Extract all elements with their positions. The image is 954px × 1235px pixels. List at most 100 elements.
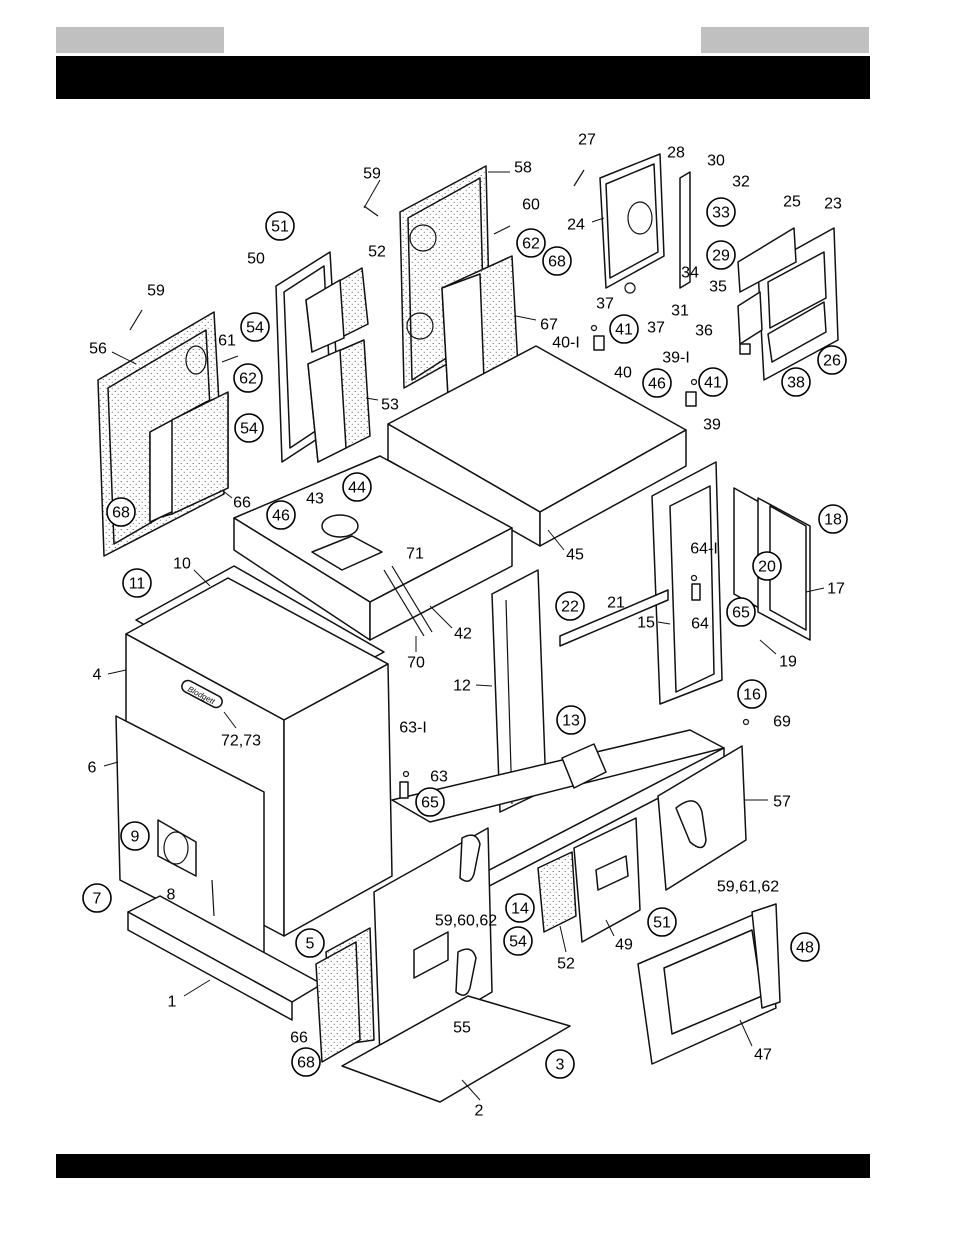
callout-65a: 65	[726, 597, 756, 627]
callout-number: 63-I	[399, 720, 427, 737]
leader-line	[103, 761, 119, 767]
leader-line	[759, 639, 777, 655]
callout-number: 5	[306, 936, 315, 953]
callout-number: 66	[290, 1030, 308, 1047]
callout-number: 62	[522, 236, 540, 253]
leader-line	[221, 489, 233, 499]
door-24	[599, 153, 691, 289]
callout-number: 44	[348, 480, 366, 497]
callout-ring	[233, 363, 263, 393]
callout-ring	[266, 500, 296, 530]
front-door-6	[115, 715, 265, 955]
rear-frame-12	[491, 461, 723, 813]
callout-49: 49	[605, 919, 633, 954]
header-title-bar	[56, 56, 870, 99]
callout-71: 71	[406, 546, 424, 563]
header-tab-right	[701, 27, 869, 53]
callout-68b: 68	[106, 497, 136, 527]
side-panel-56	[97, 311, 229, 557]
callout-number: 66	[233, 495, 251, 512]
callout-number: 2	[475, 1103, 484, 1120]
callout-number: 56	[89, 341, 107, 358]
top-box-45	[387, 345, 687, 547]
leader-line	[739, 1019, 753, 1047]
callout-number: 50	[247, 251, 265, 268]
callout-20: 20	[752, 551, 782, 581]
callout-number: 40	[614, 365, 632, 382]
callout-number: 20	[758, 559, 776, 576]
callout-number: 63	[430, 769, 448, 786]
callout-number: 59	[363, 166, 381, 183]
callout-number: 54	[240, 421, 258, 438]
callout-number: 59,60,62	[435, 913, 497, 930]
callout-ring	[82, 883, 112, 913]
callout-number: 27	[578, 132, 596, 149]
hardware	[129, 169, 751, 799]
callout-number: 23	[824, 196, 842, 213]
callout-25: 25	[783, 194, 801, 211]
parts-drawing: Blodgett	[97, 153, 839, 1103]
callout-12: 12	[453, 678, 493, 695]
callout-number: 28	[667, 145, 685, 162]
callout-67: 67	[515, 315, 558, 334]
callout-number: 33	[712, 205, 730, 222]
callout-number: 30	[707, 153, 725, 170]
callout-47: 47	[739, 1019, 772, 1064]
upper-cabinet-42	[233, 455, 513, 641]
callout-ring	[234, 413, 264, 443]
callout-62a: 62	[516, 228, 546, 258]
callout-30: 30	[707, 153, 725, 170]
callout-number: 7	[93, 891, 102, 908]
callout-number: 13	[562, 713, 580, 730]
callout-17: 17	[805, 581, 845, 598]
leader-line	[591, 217, 605, 223]
callout-number: 64-I	[690, 541, 718, 558]
callout-number: 52	[557, 956, 575, 973]
leader-line	[429, 605, 453, 629]
callout-number: 62	[239, 371, 257, 388]
callout-63-1: 63-I	[399, 720, 427, 737]
callout-number: 65	[732, 605, 750, 622]
callout-number: 14	[511, 901, 529, 918]
callout-6: 6	[88, 760, 119, 777]
callout-ring	[295, 928, 325, 958]
callout-14: 14	[505, 893, 535, 923]
callout-number: 52	[368, 244, 386, 261]
leader-line	[559, 925, 567, 953]
callout-number: 60	[522, 197, 540, 214]
callout-ring	[265, 211, 295, 241]
door-57	[657, 745, 747, 891]
callout-ring	[698, 367, 728, 397]
callout-4: 4	[93, 667, 127, 684]
callout-number: 49	[615, 937, 633, 954]
callout-number: 64	[691, 616, 709, 633]
callout-number: 37	[647, 320, 665, 337]
callout-number: 36	[695, 323, 713, 340]
callout-ring	[781, 367, 811, 397]
callout-54b: 54	[234, 413, 264, 443]
leader-line	[475, 684, 493, 687]
callout-ring	[752, 551, 782, 581]
callout-number: 18	[824, 512, 842, 529]
callout-10: 10	[173, 556, 211, 587]
callout-number: 1	[168, 994, 177, 1011]
callout-41a: 41	[609, 314, 639, 344]
callout-3: 3	[545, 1049, 575, 1079]
callout-number: 39-I	[662, 350, 690, 367]
callout-number: 59,61,62	[717, 879, 779, 896]
callout-45: 45	[547, 529, 584, 564]
callout-19: 19	[759, 639, 797, 671]
callout-16: 16	[737, 679, 767, 709]
callout-40-1: 40-I	[552, 335, 580, 352]
frame-assembly-50	[275, 251, 371, 463]
callout-37a: 37	[596, 296, 614, 313]
callout-number: 10	[173, 556, 191, 573]
leader-line	[223, 711, 237, 729]
callout-48: 48	[790, 932, 820, 962]
callout-number: 29	[712, 248, 730, 265]
callout-number: 51	[653, 915, 671, 932]
box-66	[315, 941, 361, 1063]
callout-1: 1	[168, 979, 211, 1011]
